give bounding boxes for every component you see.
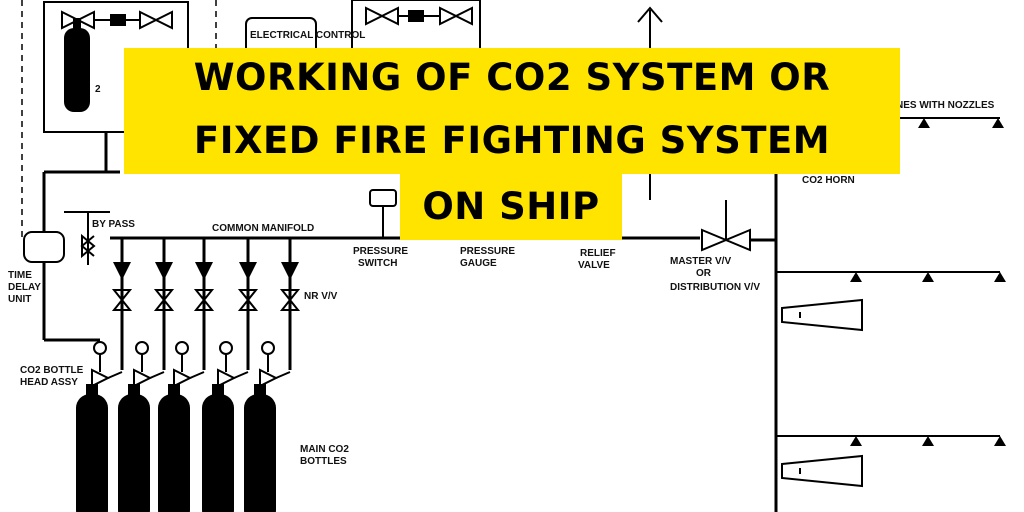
bottle-head-label-1: CO2 BOTTLE [20, 365, 84, 376]
bottle-head-icon [217, 368, 237, 388]
bottle-head-icon [133, 368, 153, 388]
title-banner-line3: ON SHIP [400, 174, 622, 240]
bottle-gauge-icon [93, 341, 107, 355]
bottle-gauge-icon [261, 341, 275, 355]
nozzle-icon [850, 436, 862, 446]
master-valve-label-1: MASTER V/V [670, 256, 731, 267]
bypass-label: BY PASS [92, 219, 135, 230]
co2-bottle [244, 394, 276, 512]
pressure-gauge-label-2: GAUGE [460, 258, 497, 269]
co2-bottle [158, 394, 190, 512]
time-delay-unit [23, 231, 65, 263]
pressure-switch [369, 189, 397, 207]
bottle-head-icon [91, 368, 111, 388]
bottle-gauge-icon [135, 341, 149, 355]
co2-bottle [76, 394, 108, 512]
nr-valve-icon [281, 262, 299, 280]
nozzle-icon [994, 436, 1006, 446]
bottle-gauge-icon [219, 341, 233, 355]
lines-with-nozzles-label: NES WITH NOZZLES [896, 100, 995, 111]
pilot-bottle [64, 28, 90, 112]
bypass-valve [80, 233, 96, 259]
pilot-valve-4 [439, 6, 473, 26]
co2-horn-icon [781, 454, 863, 488]
title-banner-line2: FIXED FIRE FIGHTING SYSTEM [124, 108, 900, 174]
time-delay-label-2: DELAY [8, 282, 41, 293]
nozzle-icon [992, 118, 1004, 128]
co2-bottle [118, 394, 150, 512]
pressure-gauge-label-1: PRESSURE [460, 246, 515, 257]
time-delay-label-3: UNIT [8, 294, 31, 305]
co2-horn-label: CO2 HORN [802, 175, 855, 186]
pilot-actuator [110, 14, 126, 26]
co2-horn-icon [781, 298, 863, 332]
vent-arrow-icon [637, 6, 663, 23]
common-manifold-label: COMMON MANIFOLD [212, 223, 314, 234]
main-bottles-label-1: MAIN CO2 [300, 444, 349, 455]
bottle-head-label-2: HEAD ASSY [20, 377, 78, 388]
pilot-valve-3 [365, 6, 399, 26]
main-bottles-label-2: BOTTLES [300, 456, 347, 467]
nozzle-icon [922, 436, 934, 446]
electrical-control-label: ELECTRICAL CONTROL [250, 30, 365, 41]
nr-valve-icon [195, 262, 213, 280]
pressure-switch-label-2: SWITCH [358, 258, 397, 269]
pilot-number-label: 2 [95, 84, 101, 95]
bottle-head-icon [259, 368, 279, 388]
co2-bottle [202, 394, 234, 512]
pilot-bottle-neck [73, 18, 81, 30]
bottle-valve-icon [193, 289, 215, 311]
title-banner-line1: WORKING OF CO2 SYSTEM OR [124, 48, 900, 108]
nr-valve-icon [239, 262, 257, 280]
nozzle-icon [994, 272, 1006, 282]
nozzle-icon [922, 272, 934, 282]
bottle-valve-icon [279, 289, 301, 311]
master-valve-label-3: DISTRIBUTION V/V [670, 282, 760, 293]
bottle-valve-icon [237, 289, 259, 311]
nr-valve-icon [155, 262, 173, 280]
master-valve-label-2: OR [696, 268, 712, 279]
pilot-valve-2 [139, 10, 173, 30]
nr-valve-label: NR V/V [304, 291, 338, 302]
bottle-gauge-icon [175, 341, 189, 355]
pressure-switch-label-1: PRESSURE [353, 246, 408, 257]
title-line2: FIXED FIRE FIGHTING SYSTEM [193, 119, 831, 162]
nozzle-icon [918, 118, 930, 128]
relief-valve-label-2: VALVE [578, 260, 610, 271]
title-line1: WORKING OF CO2 SYSTEM OR [193, 56, 831, 99]
bottle-head-icon [173, 368, 193, 388]
nozzle-icon [850, 272, 862, 282]
title-line3: ON SHIP [422, 185, 600, 228]
relief-valve-label-1: RELIEF [580, 248, 616, 259]
nr-valve-icon [113, 262, 131, 280]
main-co2-bottles [76, 238, 301, 512]
bottle-valve-icon [111, 289, 133, 311]
bottle-valve-icon [153, 289, 175, 311]
time-delay-label-1: TIME [8, 270, 32, 281]
